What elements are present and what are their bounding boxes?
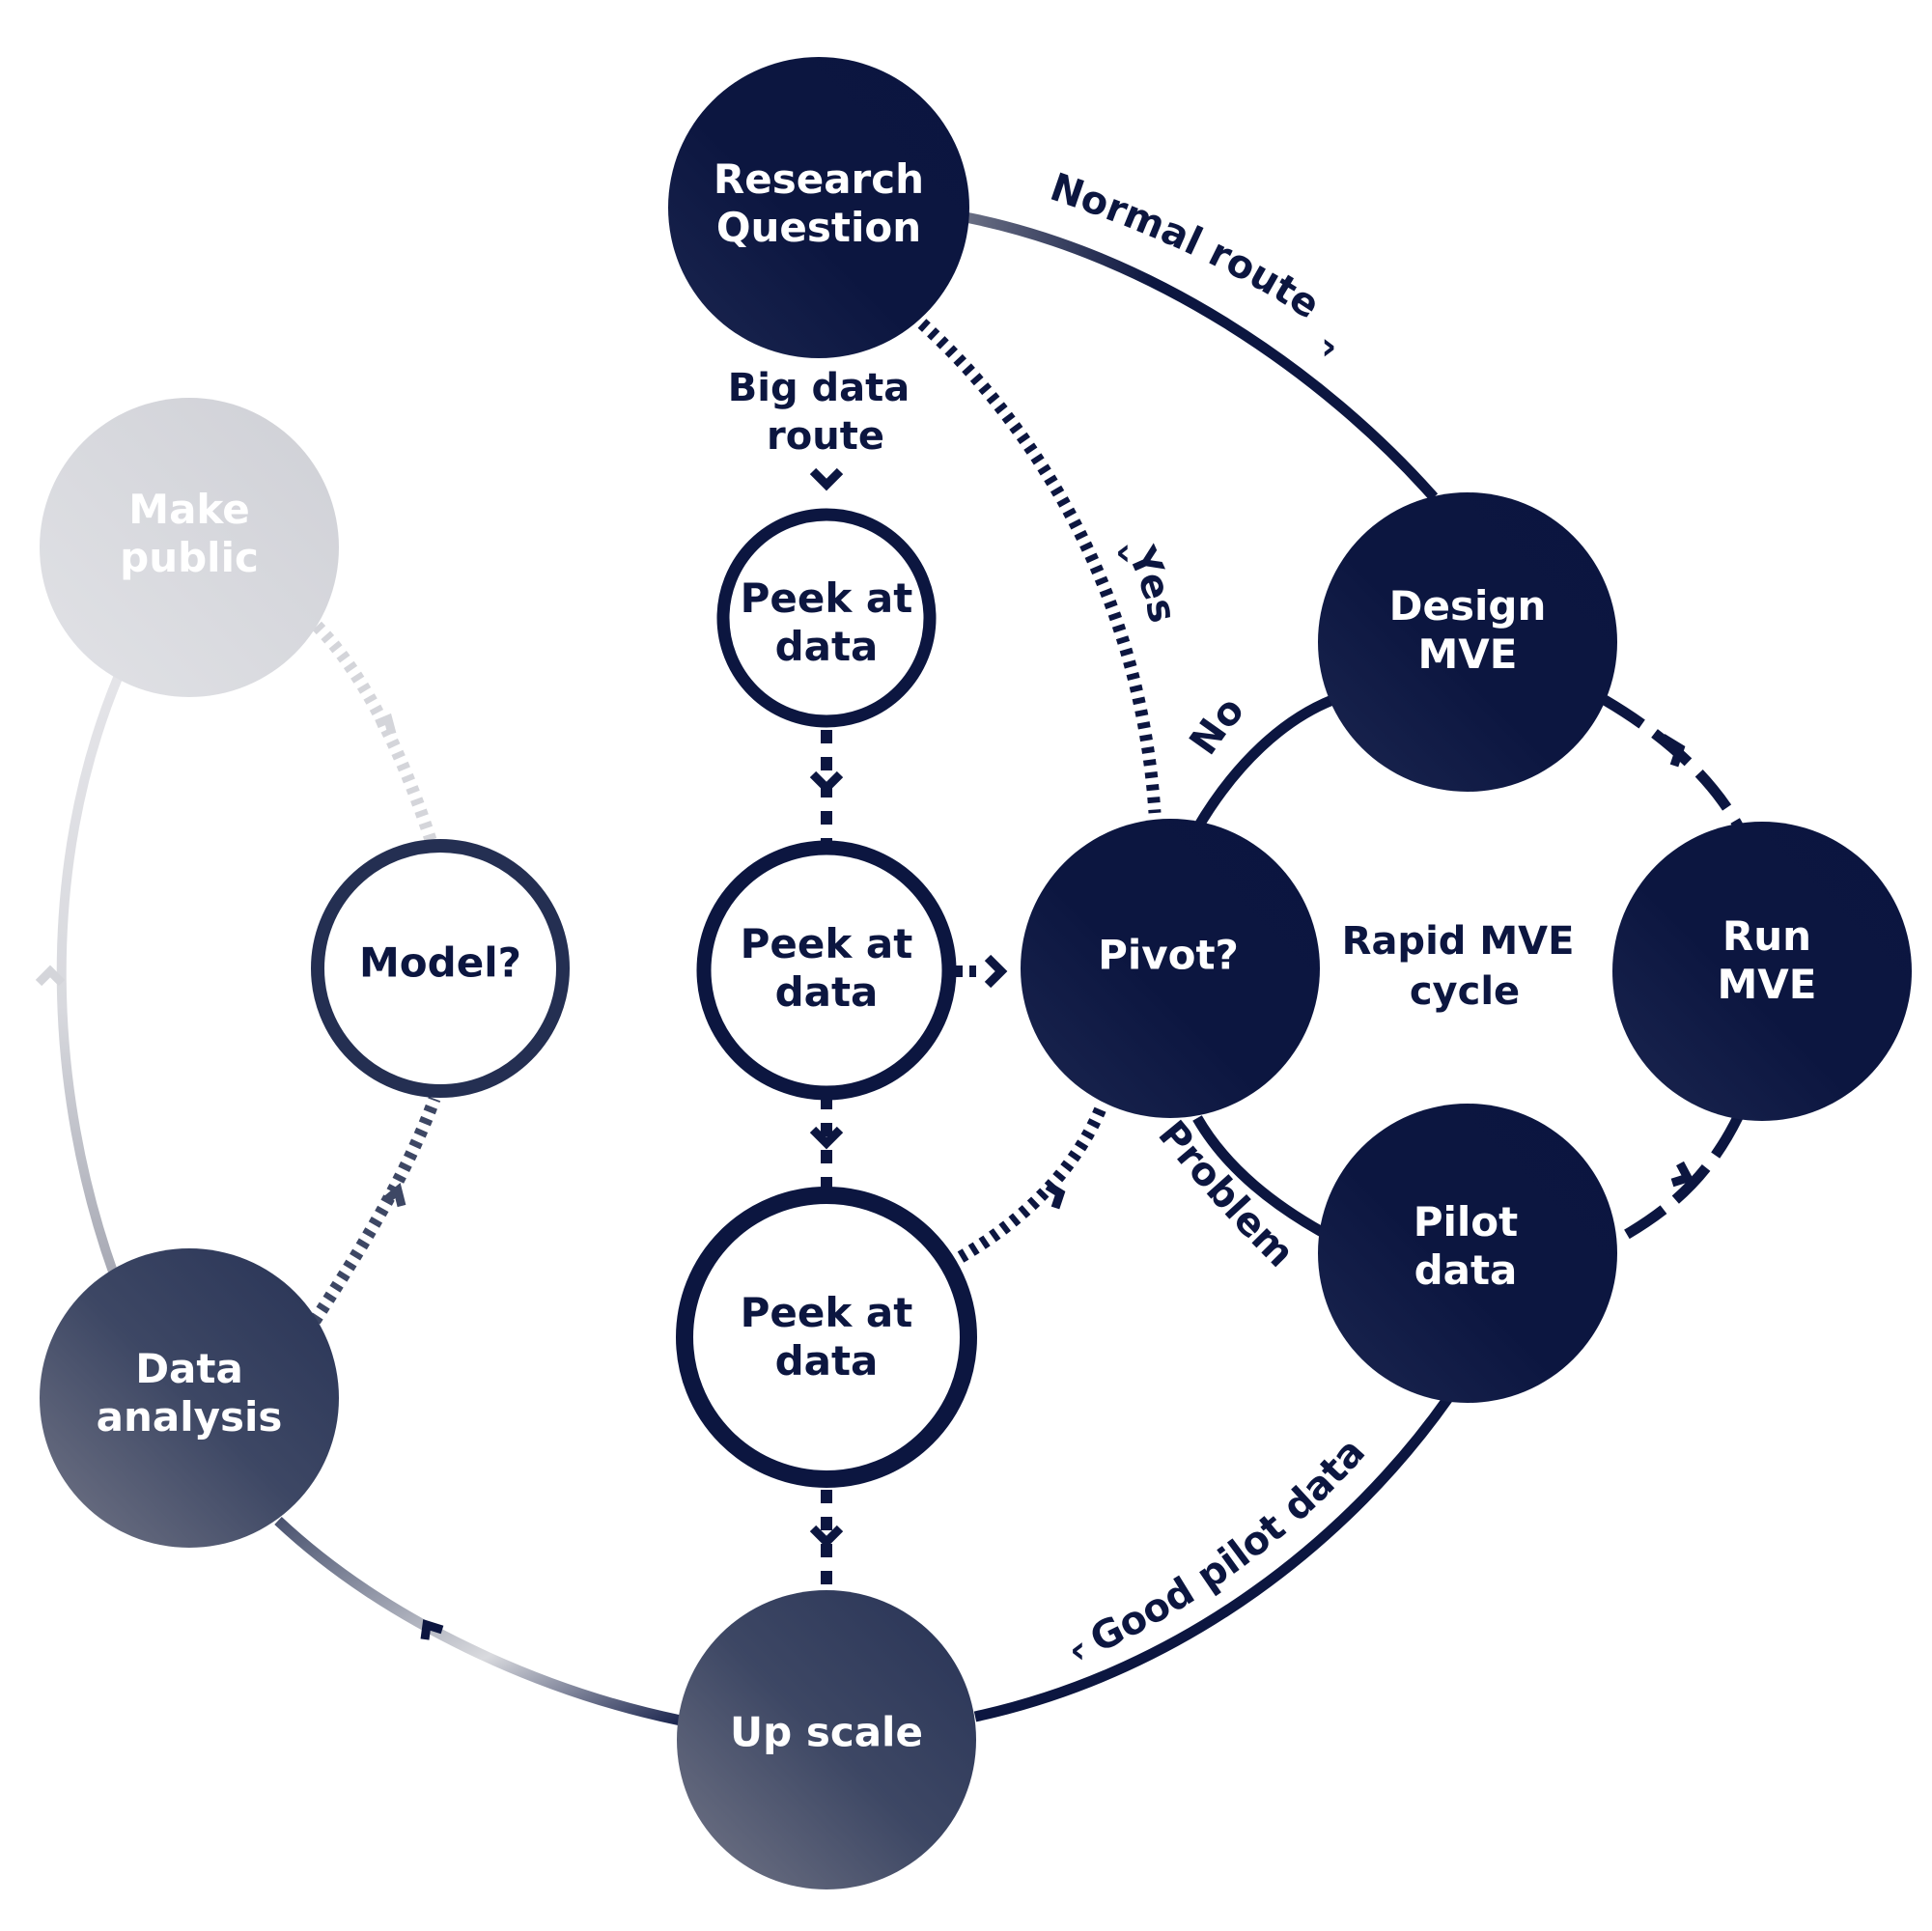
edge-upscale-to-analysis — [274, 1516, 683, 1726]
node-model[interactable]: Model? — [311, 839, 570, 1098]
svg-text:Model?: Model? — [359, 939, 521, 987]
edge-good-pilot-data — [973, 1394, 1453, 1722]
yes-arrow: ‹ — [1115, 530, 1131, 574]
chevron-down-left-icon — [1670, 1161, 1694, 1188]
normal-route-arrow: › — [1321, 324, 1336, 369]
chevron-down-icon — [809, 1126, 844, 1150]
good-pilot-arrow: ‹ — [1070, 1628, 1085, 1672]
edge-peek3-to-pivot — [957, 1105, 1106, 1263]
chevron-down-icon — [809, 1525, 844, 1549]
node-pivot[interactable]: Pivot? — [1021, 819, 1320, 1118]
node-up-scale[interactable]: Up scale — [677, 1590, 976, 1889]
edge-analysis-to-public — [56, 676, 123, 1276]
edge-normal-route — [964, 211, 1439, 501]
chevron-up-icon — [375, 713, 397, 736]
edge-run-to-pilot — [1616, 1114, 1743, 1244]
chevron-down-icon — [809, 467, 844, 491]
svg-text:Pivot?: Pivot? — [1098, 932, 1239, 979]
edge-analysis-to-model — [309, 1096, 441, 1325]
chevron-right-icon — [984, 954, 1008, 989]
chevron-up-icon — [35, 965, 66, 987]
edge-pivot-no-to-design — [1192, 694, 1335, 831]
problem-label: Problem — [1149, 1112, 1302, 1275]
svg-text:Up scale: Up scale — [730, 1709, 923, 1756]
edge-design-to-run — [1602, 695, 1743, 828]
edge-big-data-yes — [917, 319, 1162, 814]
chevron-left-icon — [420, 1619, 444, 1640]
rapid-mve-cycle-label: Rapid MVE cycle — [1342, 919, 1588, 1014]
chevron-up-icon — [383, 1182, 406, 1208]
big-data-route-label: Big data route — [728, 366, 923, 459]
chevron-right-icon — [1660, 734, 1686, 768]
good-pilot-data-label: Good pilot data — [1083, 1430, 1374, 1662]
edge-model-to-public — [312, 621, 437, 843]
chevron-up-right-icon — [1045, 1182, 1066, 1210]
edge-pilot-to-pivot-problem — [1192, 1115, 1337, 1244]
chevron-down-icon — [809, 770, 844, 795]
no-label: No — [1181, 688, 1252, 763]
